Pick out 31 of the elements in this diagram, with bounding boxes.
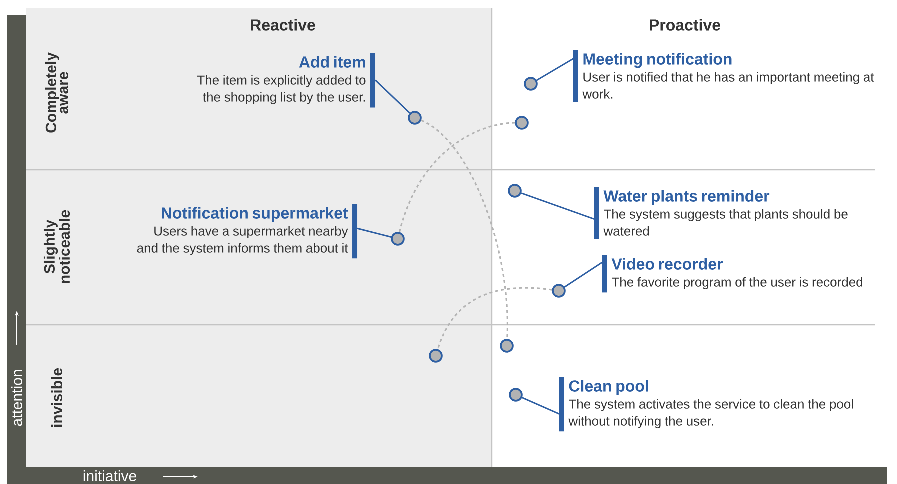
marker-dot [509, 388, 523, 402]
callout: Add item The item is explicitly added to the shopping list by the user. [197, 53, 376, 108]
row-label: Slightly noticeable [44, 210, 70, 284]
marker-dot [429, 349, 443, 363]
leader-line [564, 262, 603, 288]
dashed-curve [437, 287, 552, 350]
column-heading: Reactive [251, 19, 316, 31]
callout: Water plants reminder The system suggests that plants should be watered [594, 187, 848, 240]
axis-label: initiative [84, 470, 136, 482]
leader-line [522, 397, 560, 415]
column-heading: Proactive [650, 19, 720, 31]
leader-line [374, 80, 411, 114]
marker-dot [391, 232, 405, 246]
row-label: Completely aware [46, 52, 69, 133]
dashed-curve [421, 120, 508, 340]
callout: Video recorder The favorite program of the user is recorded [602, 255, 862, 293]
leader-line [521, 192, 595, 220]
callout: Clean pool The system activates the service to clean the pool without notifying the user. [560, 377, 854, 432]
row-label: invisible [52, 368, 63, 427]
leader-line [536, 58, 574, 82]
marker-dot [515, 116, 529, 130]
marker-dot [408, 111, 422, 125]
leader-line [357, 228, 392, 238]
callout: Meeting notification User is notified that he has an important meeting at work. [574, 50, 874, 102]
callout: Notification supermarket Users have a supermarket nearby and the system informs them about it [137, 204, 358, 259]
dashed-curve [398, 122, 516, 233]
axis-label: attention [12, 370, 23, 426]
marker-dot [500, 339, 514, 353]
marker-dot [508, 184, 522, 198]
marker-dot [524, 77, 538, 91]
marker-dot [552, 284, 566, 298]
